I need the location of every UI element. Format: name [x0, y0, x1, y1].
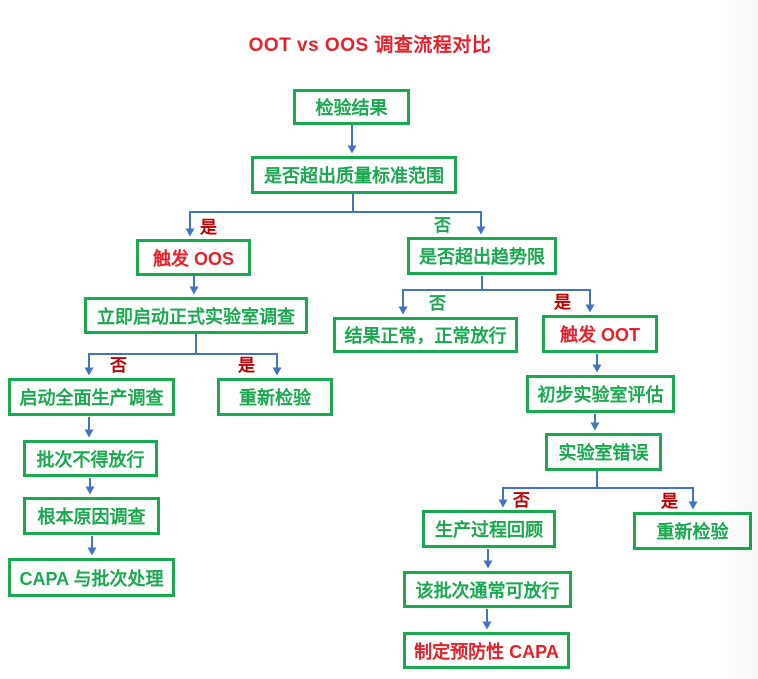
branch-label-trend-no: 否 [429, 294, 446, 313]
node-exceed-trend-question: 是否超出趋势限 [407, 237, 557, 275]
node-lab-error-question: 实验室错误 [545, 433, 662, 471]
node-batch-not-released: 批次不得放行 [23, 440, 158, 477]
node-trigger-oos: 触发 OOS [136, 239, 251, 276]
branch-label-spec-yes: 是 [200, 218, 217, 237]
node-test-result: 检验结果 [293, 89, 410, 125]
branch-label-laberror-yes: 是 [661, 492, 678, 511]
node-preliminary-lab-assessment: 初步实验室评估 [526, 375, 675, 413]
node-trigger-oot: 触发 OOT [542, 315, 658, 353]
connector-spec-no-trend [353, 211, 486, 235]
node-exceed-spec-question: 是否超出质量标准范围 [251, 156, 457, 194]
connector-lab-no-production [84, 334, 197, 376]
connector-trend-yes-oot [482, 289, 595, 313]
node-root-cause-investigation: 根本原因调查 [23, 497, 160, 535]
branch-label-lab-yes: 是 [238, 356, 255, 375]
node-production-process-review: 生产过程回顾 [422, 510, 556, 548]
connector-laberror-no-review [498, 471, 598, 508]
node-preventive-capa: 制定预防性 CAPA [403, 632, 570, 669]
branch-label-lab-no: 否 [110, 356, 127, 375]
branch-label-laberror-no: 否 [513, 491, 530, 510]
node-retest-left: 重新检验 [217, 378, 333, 416]
branch-label-trend-yes: 是 [554, 293, 571, 312]
node-capa-batch-disposition: CAPA 与批次处理 [8, 558, 175, 597]
branch-label-spec-no: 否 [434, 216, 451, 235]
page-title: OOT vs OOS 调查流程对比 [248, 35, 492, 56]
connector-spec-yes-oos [185, 194, 354, 237]
node-batch-usually-releasable: 该批次通常可放行 [403, 571, 572, 608]
connector-laberror-yes-retest [597, 487, 698, 510]
connector-trend-no-normal [398, 276, 483, 315]
node-result-normal-release: 结果正常，正常放行 [333, 317, 518, 353]
node-start-formal-lab-investigation: 立即启动正式实验室调查 [84, 297, 308, 334]
node-retest-right: 重新检验 [633, 512, 752, 550]
node-full-production-investigation: 启动全面生产调查 [8, 378, 175, 416]
connector-lab-yes-retest [196, 353, 282, 376]
